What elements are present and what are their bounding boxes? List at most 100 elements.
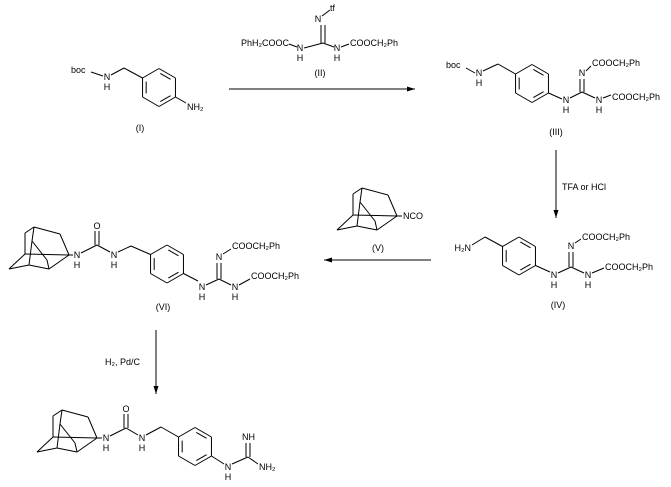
adamantane-bond: [59, 423, 76, 444]
compound-III: boc N H N H N COOCH₂Ph N H COOCH₂Ph (III…: [446, 58, 660, 137]
bond-line: [585, 65, 592, 72]
isocyanate-label: NCO: [403, 211, 423, 221]
atom-H: H: [334, 53, 341, 63]
bond-line: [569, 91, 583, 99]
atom-N: N: [111, 250, 118, 260]
atom-H: H: [103, 443, 110, 453]
bond-line: [548, 92, 563, 100]
benzene-ring-bond: [518, 236, 536, 247]
adamantane-bond: [52, 436, 98, 439]
aromatic-double-bond: [196, 431, 207, 439]
atom-N: N: [563, 95, 570, 105]
adamantane-bond: [33, 226, 61, 235]
bond-line: [218, 278, 232, 286]
atom-N: N: [596, 95, 603, 105]
adamantane-bond: [8, 264, 30, 270]
atom-N: N: [74, 250, 81, 260]
bond-line: [90, 71, 104, 77]
bond-line: [340, 43, 350, 48]
amine-label: H₂N: [455, 243, 472, 253]
bond-line: [591, 267, 605, 274]
bond-line: [570, 266, 585, 274]
right-group: COOCH₂Ph: [350, 38, 398, 48]
atom-N: N: [199, 282, 206, 292]
atom-H: H: [199, 292, 206, 302]
bond-line: [183, 273, 199, 282]
condition-step2: TFA or HCl: [562, 182, 606, 192]
compound-label: (II): [315, 68, 326, 78]
atom-H: H: [585, 280, 592, 290]
atom-H: H: [111, 260, 118, 270]
bond-line: [110, 67, 125, 76]
arrowhead-icon: [324, 257, 332, 263]
adamantane-bond: [374, 220, 378, 231]
cbz-group: COOCH₂Ph: [251, 271, 299, 281]
benzene-ring-bond: [531, 64, 549, 75]
atom-O: O: [93, 221, 100, 231]
atom-N: N: [568, 241, 575, 251]
benzene-ring-bond: [194, 427, 212, 438]
bond-layer: [8, 9, 612, 466]
compound-label: (VI): [156, 302, 171, 312]
atom-N: N: [334, 43, 341, 53]
atom-H: H: [596, 105, 603, 115]
benzene-ring-bond: [531, 92, 549, 103]
bond-line: [482, 63, 499, 72]
atom-H: H: [297, 53, 304, 63]
compound-VI: N H O N H N H N COOCH₂Ph N H COOCH₂Ph (V…: [74, 221, 299, 312]
atom-H: H: [232, 292, 239, 302]
aromatic-double-bond: [168, 271, 179, 279]
atom-H: H: [225, 472, 232, 482]
atom-H: H: [551, 280, 558, 290]
compound-label: (III): [549, 127, 563, 137]
adamantane-bond: [31, 240, 48, 261]
benzene-ring-bond: [150, 273, 168, 284]
atom-N: N: [103, 433, 110, 443]
aromatic-double-bond: [533, 91, 544, 99]
atom-N: N: [585, 270, 592, 280]
aromatic-double-bond: [520, 241, 531, 249]
bond-line: [175, 96, 187, 104]
bond-line: [211, 455, 225, 465]
adamantane-bond: [336, 225, 358, 231]
atom-N: N: [297, 43, 304, 53]
benzene-ring-bond: [158, 68, 176, 79]
benzene-ring-bond: [178, 455, 196, 466]
atom-N: N: [104, 72, 111, 82]
atom-N: N: [232, 282, 239, 292]
bond-line: [80, 244, 98, 254]
bond-line: [222, 248, 232, 255]
benzene-ring-bond: [142, 96, 160, 107]
adamantane-bond: [376, 215, 398, 231]
adamantane-bond: [36, 436, 54, 453]
bond-line: [145, 426, 162, 436]
bond-line: [557, 266, 572, 274]
benzene-ring-bond: [515, 92, 533, 103]
cbz-group: COOCH₂Ph: [232, 241, 280, 251]
aromatic-double-bond: [168, 249, 179, 257]
aromatic-double-bond: [160, 72, 171, 80]
final-product: N H O N H N H NH NH₂: [103, 404, 276, 482]
atom-N: N: [551, 270, 558, 280]
adamantane-bond: [61, 409, 89, 418]
atom-O: O: [122, 404, 129, 414]
compound-I: boc N H NH₂ (I): [71, 65, 204, 133]
adamantane-bond: [87, 416, 98, 439]
benzene-ring-bond: [518, 265, 536, 276]
bond-line: [471, 236, 486, 246]
benzene-ring-bond: [502, 236, 520, 247]
benzene-ring-bond: [158, 96, 176, 107]
amine-label: NH₂: [259, 462, 276, 472]
adamantane-bond: [74, 442, 78, 453]
adamantane-bond: [46, 259, 50, 270]
bond-line: [535, 265, 551, 273]
adamantane-bond: [359, 201, 376, 222]
adamantane-bond: [52, 409, 63, 417]
aromatic-double-bond: [160, 95, 171, 103]
cbz-group: COOCH₂Ph: [605, 262, 653, 272]
atom-N: N: [315, 14, 322, 24]
arrowhead-icon: [553, 210, 559, 218]
bond-line: [465, 67, 476, 74]
arrowhead-icon: [153, 386, 159, 394]
left-group: PhH₂COOC: [241, 38, 290, 48]
